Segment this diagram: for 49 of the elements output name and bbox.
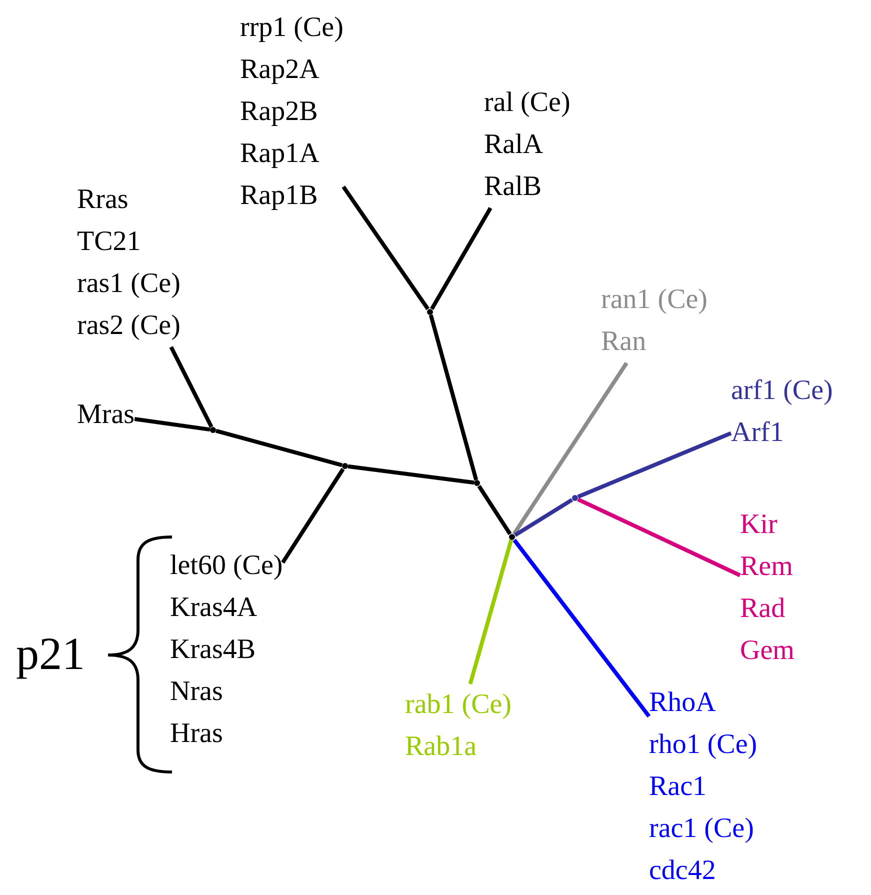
tree-branch bbox=[215, 428, 343, 468]
tree-branch bbox=[428, 314, 478, 481]
tree-branch bbox=[134, 417, 210, 432]
gene-label: Rab1a bbox=[405, 730, 478, 764]
gene-label: Rap2B bbox=[240, 95, 319, 129]
gene-label: rab1 (Ce) bbox=[405, 688, 512, 722]
gene-label: Mras bbox=[77, 398, 135, 432]
gene-label: Arf1 bbox=[731, 416, 785, 450]
gene-label: RhoA bbox=[649, 686, 717, 720]
gene-label: Rap2A bbox=[240, 53, 320, 87]
gene-label: ras2 (Ce) bbox=[77, 309, 180, 343]
tree-branch bbox=[430, 207, 492, 310]
tree-branch bbox=[169, 346, 214, 428]
gene-label: Rap1B bbox=[240, 179, 319, 213]
group-label: p21 bbox=[16, 627, 85, 681]
gene-label: Rap1A bbox=[240, 137, 320, 171]
gene-label: ral (Ce) bbox=[484, 86, 570, 120]
gene-label: Gem bbox=[740, 634, 794, 668]
gene-label: cdc42 bbox=[649, 854, 717, 888]
gene-label: RalB bbox=[484, 170, 543, 204]
gene-label: rrp1 (Ce) bbox=[240, 11, 344, 45]
tree-branch bbox=[281, 468, 345, 564]
tree-branch bbox=[468, 539, 514, 685]
tree-branch bbox=[512, 538, 651, 718]
gene-label: Hras bbox=[170, 717, 224, 751]
tree-branch bbox=[348, 464, 474, 485]
tree-branch bbox=[577, 498, 741, 578]
gene-label: Rac1 bbox=[649, 770, 708, 804]
gene-label: rac1 (Ce) bbox=[649, 812, 755, 846]
gene-label: RalA bbox=[484, 128, 544, 162]
gene-label: Rad bbox=[740, 592, 786, 626]
gene-label: rho1 (Ce) bbox=[649, 728, 758, 762]
gene-label: ras1 (Ce) bbox=[77, 267, 180, 301]
tree-branch bbox=[577, 431, 732, 499]
gene-label: Ran bbox=[601, 325, 648, 359]
tree-branch bbox=[512, 362, 628, 536]
tree-branch bbox=[342, 186, 430, 310]
gene-label: let60 (Ce) bbox=[170, 549, 283, 583]
gene-label: Rem bbox=[740, 550, 794, 584]
gene-label: ran1 (Ce) bbox=[601, 283, 708, 317]
tree-branch bbox=[477, 484, 512, 536]
gene-label: Kras4B bbox=[170, 633, 257, 667]
gene-label: Kir bbox=[740, 508, 778, 542]
tree-branch bbox=[514, 498, 574, 537]
gene-label: Rras bbox=[77, 183, 130, 217]
gene-label: Kras4A bbox=[170, 591, 258, 625]
gene-label: Nras bbox=[170, 675, 224, 709]
gene-label: arf1 (Ce) bbox=[731, 374, 833, 408]
gene-label: TC21 bbox=[77, 225, 142, 259]
